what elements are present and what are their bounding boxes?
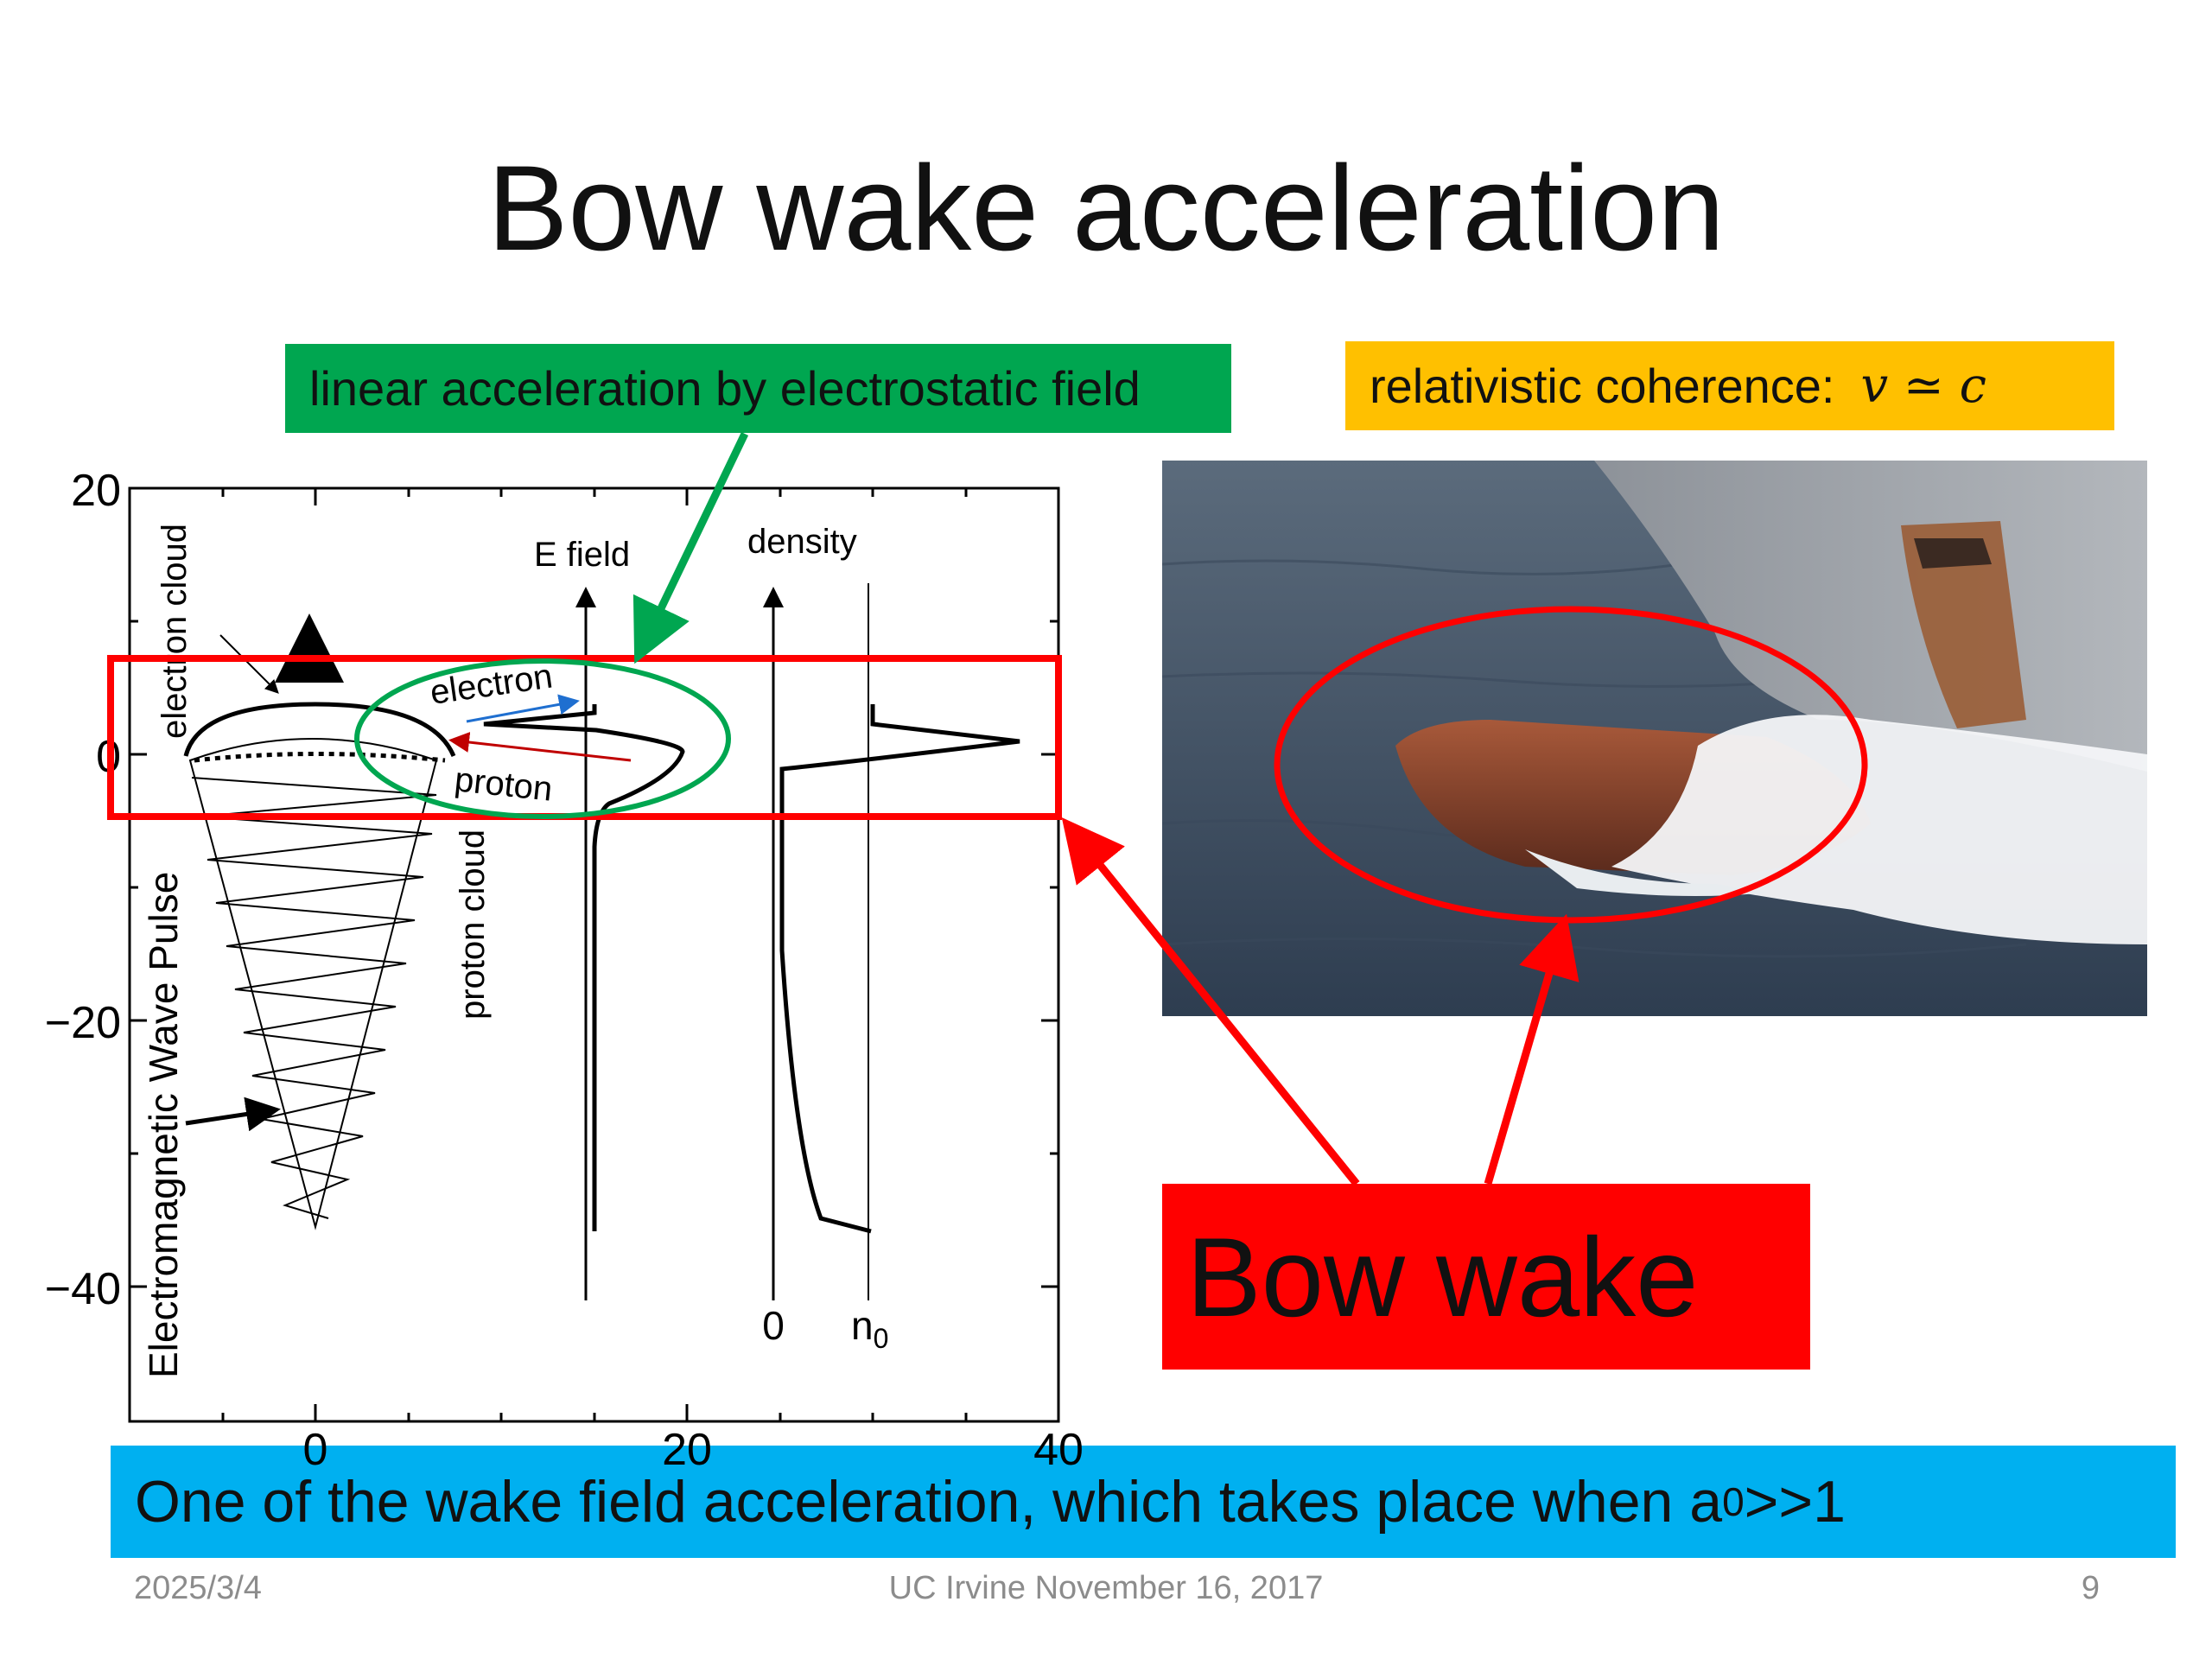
y-tick-label: −40: [45, 1264, 121, 1314]
ship-bow-photo: [1162, 461, 2147, 1016]
density-zero-label: 0: [762, 1303, 785, 1348]
electron-label: electron: [428, 658, 555, 712]
density-label: density: [747, 523, 857, 561]
y-tick-label: −20: [45, 998, 121, 1048]
electron-arrow: [466, 694, 580, 723]
proton-cloud-label: proton cloud: [454, 830, 492, 1020]
x-tick-label: 20: [662, 1425, 712, 1475]
density-curve: [779, 704, 1020, 1234]
orange-annotation-math: v ≃ c: [1860, 358, 1986, 414]
electron-cloud-dotted: [194, 752, 446, 763]
electron-cloud-label: electron cloud: [156, 524, 194, 739]
bow-wake-arrow-to-photo: [1484, 913, 1580, 1185]
em-pulse-zigzag: [191, 777, 437, 1219]
y-tick-label: 20: [71, 466, 121, 516]
bow-wake-label-box: Bow wake: [1162, 1184, 1810, 1370]
n0-label-base: n: [851, 1303, 874, 1348]
footer-date: 2025/3/4: [134, 1570, 262, 1606]
orange-annotation-text: relativistic coherence:: [1370, 359, 1835, 413]
ship-bow-illustration: [1162, 461, 2147, 1016]
n0-label-subscript: 0: [874, 1323, 889, 1354]
proton-label: proton: [453, 760, 554, 809]
footer-page-number: 9: [2081, 1570, 2100, 1606]
electron-cloud-cap: [183, 702, 456, 758]
bow-wake-arrow-to-plot: [1061, 817, 1360, 1186]
bottom-caption-tail: >>1: [1744, 1469, 1846, 1535]
x-tick-label: 0: [303, 1425, 328, 1475]
e-field-label: E field: [534, 536, 630, 574]
green-pointer-arrow: [632, 432, 749, 664]
orange-annotation-box: relativistic coherence: v ≃ c: [1345, 341, 2114, 430]
acceleration-ellipse: [354, 658, 731, 819]
bottom-caption-bar: One of the wake field acceleration, whic…: [111, 1446, 2176, 1558]
bottom-caption-sub: 0: [1722, 1479, 1745, 1524]
em-pulse-label: Electromagnetic Wave Pulse: [141, 872, 186, 1378]
bow-wake-label-text: Bow wake: [1186, 1213, 1699, 1340]
proton-arrow: [448, 732, 632, 762]
slide-title: Bow wake acceleration: [487, 140, 1725, 276]
bottom-caption-text: One of the wake field acceleration, whic…: [135, 1469, 1723, 1535]
n0-label: n0: [851, 1303, 888, 1354]
em-pulse-pointer: [185, 1096, 281, 1132]
em-pulse-cone: [188, 738, 438, 1230]
footer-center: UC Irvine November 16, 2017: [888, 1570, 1324, 1606]
green-annotation-box: linear acceleration by electrostatic fie…: [285, 344, 1231, 433]
green-annotation-text: linear acceleration by electrostatic fie…: [309, 361, 1141, 416]
electron-cloud-pointer: [219, 634, 279, 694]
x-tick-label: 40: [1033, 1425, 1084, 1475]
photo-bow-wake-ellipse: [1274, 606, 1868, 924]
